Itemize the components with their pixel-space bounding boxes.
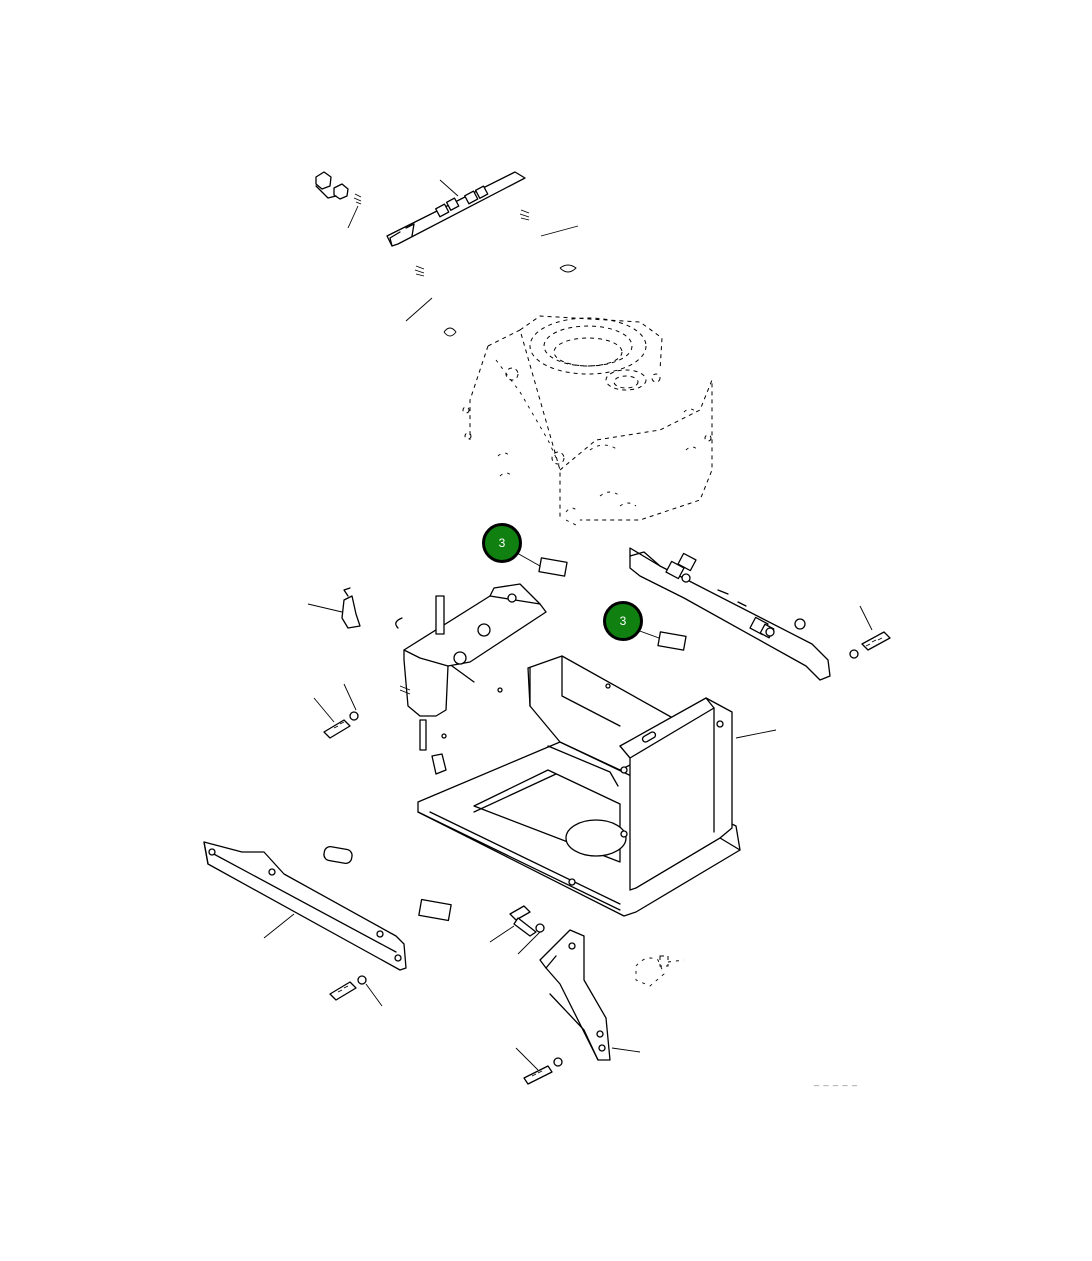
bolt-left-1 — [313, 683, 359, 739]
bolt-bottom-center — [489, 905, 545, 955]
clip-left — [307, 587, 361, 629]
bottom-support-bracket — [539, 929, 641, 1061]
small-fasteners-top — [405, 209, 579, 337]
rubber-block-bottom-1 — [323, 845, 353, 865]
bottom-left-rail — [203, 841, 407, 971]
rubber-block-bottom-2 — [418, 898, 452, 922]
engine-block-phantom — [462, 315, 713, 527]
rubber-pad-upper-left — [516, 552, 568, 577]
callout-3-left[interactable]: 3 — [482, 523, 522, 563]
callout-3-right[interactable]: 3 — [603, 601, 643, 641]
main-frame — [417, 655, 777, 917]
rubber-pad-upper-right — [636, 629, 687, 651]
bolt-right — [849, 605, 891, 659]
drawing-number: _ _ _ _ _ — [814, 1076, 859, 1086]
bolt-bottom-left — [329, 975, 383, 1007]
bolt-bottom-lower — [515, 1047, 563, 1085]
center-mount-bracket — [395, 583, 547, 775]
right-side-rail — [629, 547, 831, 681]
top-bracket-bar — [386, 171, 526, 247]
nut-group-top-left — [315, 171, 362, 229]
phantom-part-bottom-right — [635, 955, 685, 987]
